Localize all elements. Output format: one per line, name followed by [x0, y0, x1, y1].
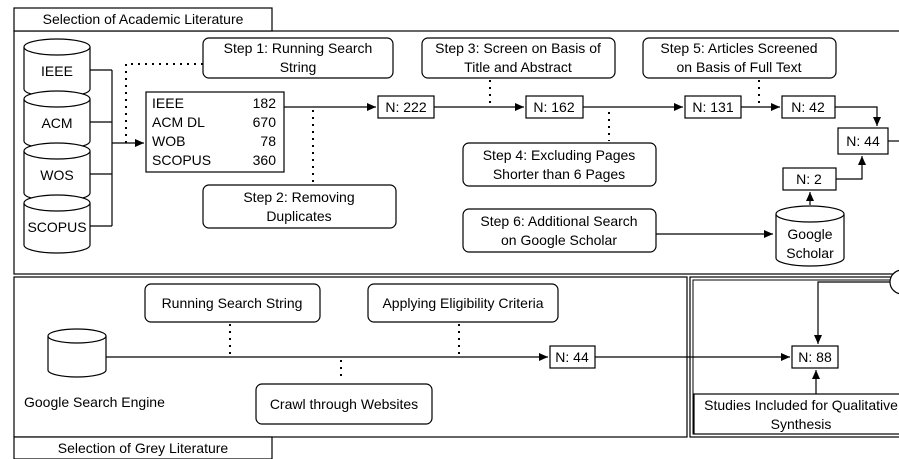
- step-5-line-1: Step 5: Articles Screened: [660, 40, 817, 56]
- count-label: N: 44: [555, 349, 589, 365]
- count-label: N: 88: [798, 349, 832, 365]
- step-6-box: Step 6: Additional Search on Google Scho…: [462, 208, 657, 253]
- grey-search-string-box: Running Search String: [144, 283, 321, 323]
- count-box-131: N: 131: [684, 95, 742, 119]
- count-box-88: N: 88: [791, 345, 839, 369]
- database-label: WOS: [40, 167, 73, 183]
- database-bracket: [90, 69, 144, 227]
- grey-search-string-label: Running Search String: [162, 295, 303, 311]
- step-4-line-1: Step 4: Excluding Pages: [483, 147, 636, 163]
- step-6-line-2: on Google Scholar: [501, 232, 617, 248]
- grey-eligibility-box: Applying Eligibility Criteria: [367, 283, 559, 323]
- step-1-line-2: String: [280, 59, 317, 75]
- count-box-2: N: 2: [782, 167, 837, 191]
- database-label: IEEE: [41, 63, 73, 79]
- grey-eligibility-label: Applying Eligibility Criteria: [382, 295, 543, 311]
- academic-arrows: [284, 103, 899, 238]
- count-label: N: 42: [791, 99, 825, 115]
- step-1-box: Step 1: Running Search String: [202, 37, 394, 79]
- count-label: N: 131: [692, 99, 733, 115]
- database-google-scholar: Google Scholar: [775, 205, 845, 267]
- database-scopus: SCOPUS: [23, 194, 91, 254]
- count-label: N: 44: [846, 133, 880, 149]
- step-5-box: Step 5: Articles Screened on Basis of Fu…: [642, 37, 837, 79]
- counts-table: IEEE 182 ACM DL 670 WOB 78 SCOPUS 360: [145, 91, 285, 173]
- academic-section: Selection of Academic Literature: [13, 7, 899, 275]
- database-label: ACM: [41, 115, 72, 131]
- connector-node: [889, 269, 899, 295]
- step-3-line-2: Title and Abstract: [464, 59, 572, 75]
- database-wos: WOS: [23, 142, 91, 202]
- count-label: N: 162: [533, 99, 574, 115]
- step-4-box: Step 4: Excluding Pages Shorter than 6 P…: [462, 142, 657, 187]
- dotted-connectors: [125, 63, 760, 381]
- table-row-value: 78: [260, 133, 276, 149]
- step-3-line-1: Step 3: Screen on Basis of: [435, 40, 601, 56]
- step-1-line-1: Step 1: Running Search: [224, 40, 373, 56]
- academic-section-title: Selection of Academic Literature: [43, 11, 244, 27]
- count-box-42: N: 42: [781, 95, 836, 119]
- final-line-2: Synthesis: [771, 416, 832, 432]
- table-row-value: 670: [253, 114, 277, 130]
- step-2-line-2: Duplicates: [266, 208, 331, 224]
- step-6-line-1: Step 6: Additional Search: [480, 213, 637, 229]
- database-acm: ACM: [23, 90, 91, 150]
- count-box-44-academic: N: 44: [837, 127, 889, 155]
- grey-section-title: Selection of Grey Literature: [58, 440, 229, 456]
- table-row-name: SCOPUS: [152, 152, 211, 168]
- step-5-line-2: on Basis of Full Text: [676, 59, 801, 75]
- grey-crawl-label: Crawl through Websites: [270, 396, 418, 412]
- count-box-222: N: 222: [377, 95, 435, 119]
- grey-crawl-box: Crawl through Websites: [255, 383, 433, 425]
- google-scholar-line-2: Scholar: [786, 245, 834, 261]
- table-row-value: 360: [253, 152, 277, 168]
- step-3-box: Step 3: Screen on Basis of Title and Abs…: [421, 37, 616, 79]
- step-2-box: Step 2: Removing Duplicates: [202, 184, 397, 229]
- table-row-value: 182: [253, 95, 277, 111]
- final-line-1: Studies Included for Qualitative: [704, 397, 898, 413]
- database-ieee: IEEE: [23, 38, 91, 98]
- table-row-name: WOB: [152, 133, 185, 149]
- count-box-162: N: 162: [525, 95, 584, 119]
- count-label: N: 2: [796, 171, 822, 187]
- google-search-engine-label: Google Search Engine: [24, 394, 165, 410]
- step-2-line-1: Step 2: Removing: [243, 189, 354, 205]
- database-label: SCOPUS: [27, 219, 86, 235]
- table-row-name: IEEE: [152, 95, 184, 111]
- step-4-line-2: Shorter than 6 Pages: [493, 166, 625, 182]
- google-scholar-line-1: Google: [787, 226, 832, 242]
- count-label: N: 222: [385, 99, 426, 115]
- table-row-name: ACM DL: [152, 114, 205, 130]
- final-studies-box: Studies Included for Qualitative Synthes…: [693, 393, 899, 435]
- database-google-search-engine: [47, 328, 107, 378]
- count-box-44-grey: N: 44: [549, 345, 596, 369]
- academic-to-final-arrow: [814, 281, 890, 344]
